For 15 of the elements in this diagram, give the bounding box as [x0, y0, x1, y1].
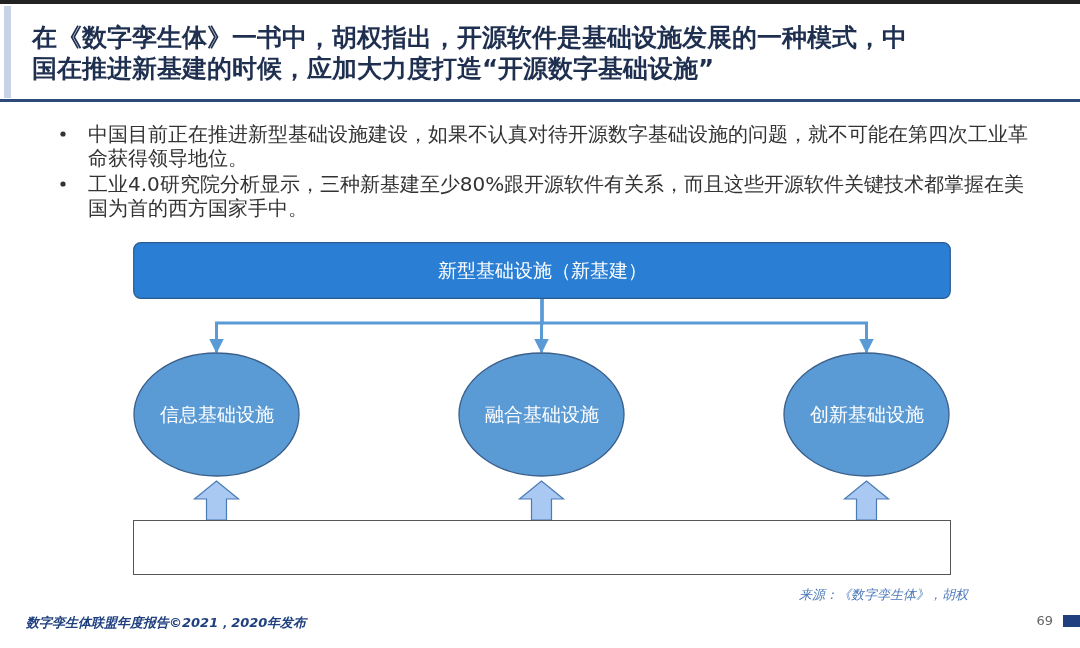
- bullet-text: 工业4.0研究院分析显示，三种新基建至少80%跟开源软件有关系，而且这些开源软件关键技术都掌握在美国为首的西方国家手中。: [88, 172, 1026, 220]
- title: 在《数字孪生体》一书中，胡权指出，开源软件是基础设施发展的一种模式，中国在推进新基建的时候，应加大力度打造“开源数字基础设施”: [32, 22, 908, 84]
- block-arrow: [842, 480, 891, 521]
- block-arrow: [517, 480, 566, 521]
- arrow: [540, 299, 874, 354]
- block-arrow: [192, 480, 241, 521]
- source-note: 来源：《数字孪生体》，胡权: [799, 586, 968, 604]
- bullet-text: 中国目前正在推进新型基础设施建设，如果不认真对待开源数字基础设施的问题，就不可能在第四次工业革命获得领导地位。: [88, 122, 1029, 170]
- ellipse-node: 融合基础设施: [458, 352, 625, 477]
- page-number: 69: [1036, 613, 1053, 628]
- empty-box: [133, 520, 951, 575]
- process-box: 新型基础设施（新基建）: [133, 242, 951, 299]
- footer-text: 数字孪生体联盟年度报告©2021，2020年发布: [26, 614, 307, 632]
- ellipse-node: 信息基础设施: [133, 352, 300, 477]
- ellipse-node: 创新基础设施: [783, 352, 950, 477]
